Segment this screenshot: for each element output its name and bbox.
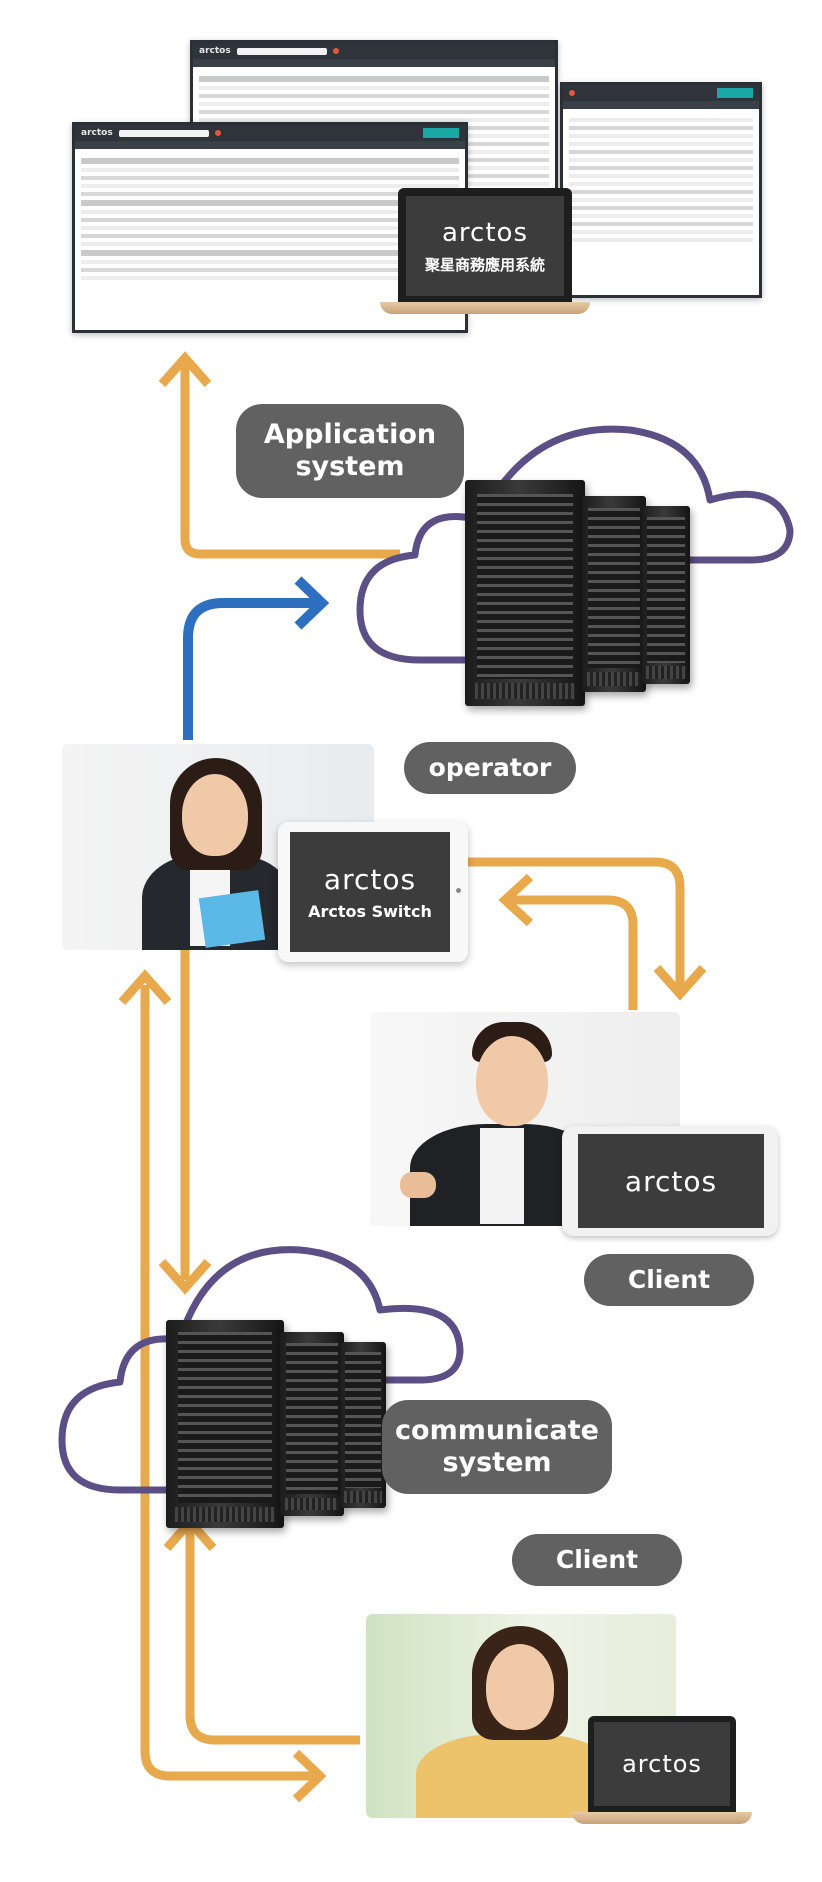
arrow-icon [118,969,172,1005]
arrow-icon [498,873,534,927]
arrow-icon [158,351,212,387]
server-rack-icon [465,480,585,706]
laptop-top-logo: arctos [442,217,528,248]
arrow-icon [140,985,320,1781]
tablet-subtitle: Arctos Switch [308,902,432,921]
tablet-logo: arctos [323,863,417,896]
arrow-icon [185,1528,360,1745]
server-rack-icon [642,506,690,684]
laptop-bottom-logo: arctos [622,1750,702,1778]
laptop-top: arctos 聚星商務應用系統 [380,188,590,336]
arrow-icon [653,965,707,1001]
server-rack-icon [582,496,646,692]
arrow-icon [183,598,318,740]
screenshot-brand: arctos [81,128,113,138]
server-rack-icon [340,1342,386,1508]
tablet: arctos Arctos Switch [278,822,468,962]
label-client-bottom: Client [512,1534,682,1586]
arrow-icon [180,365,400,559]
server-rack-icon [280,1332,344,1516]
label-application-system: Application system [236,404,464,498]
arrow-icon [510,895,638,1010]
arrow-icon [468,857,685,990]
server-rack-icon [166,1320,284,1528]
arrow-icon [294,576,330,630]
laptop-top-subtitle: 聚星商務應用系統 [424,255,545,274]
screenshot-brand: arctos [199,46,231,56]
label-communicate-system: communicate system [382,1400,612,1494]
label-client-top: Client [584,1254,754,1306]
arrow-icon [158,1259,212,1295]
phone-logo: arctos [624,1164,718,1198]
laptop-bottom: arctos [572,1716,752,1834]
phone: arctos [562,1126,778,1236]
label-operator: operator [404,742,576,794]
app-screenshot-right [560,82,762,298]
arrow-icon [292,1749,327,1803]
